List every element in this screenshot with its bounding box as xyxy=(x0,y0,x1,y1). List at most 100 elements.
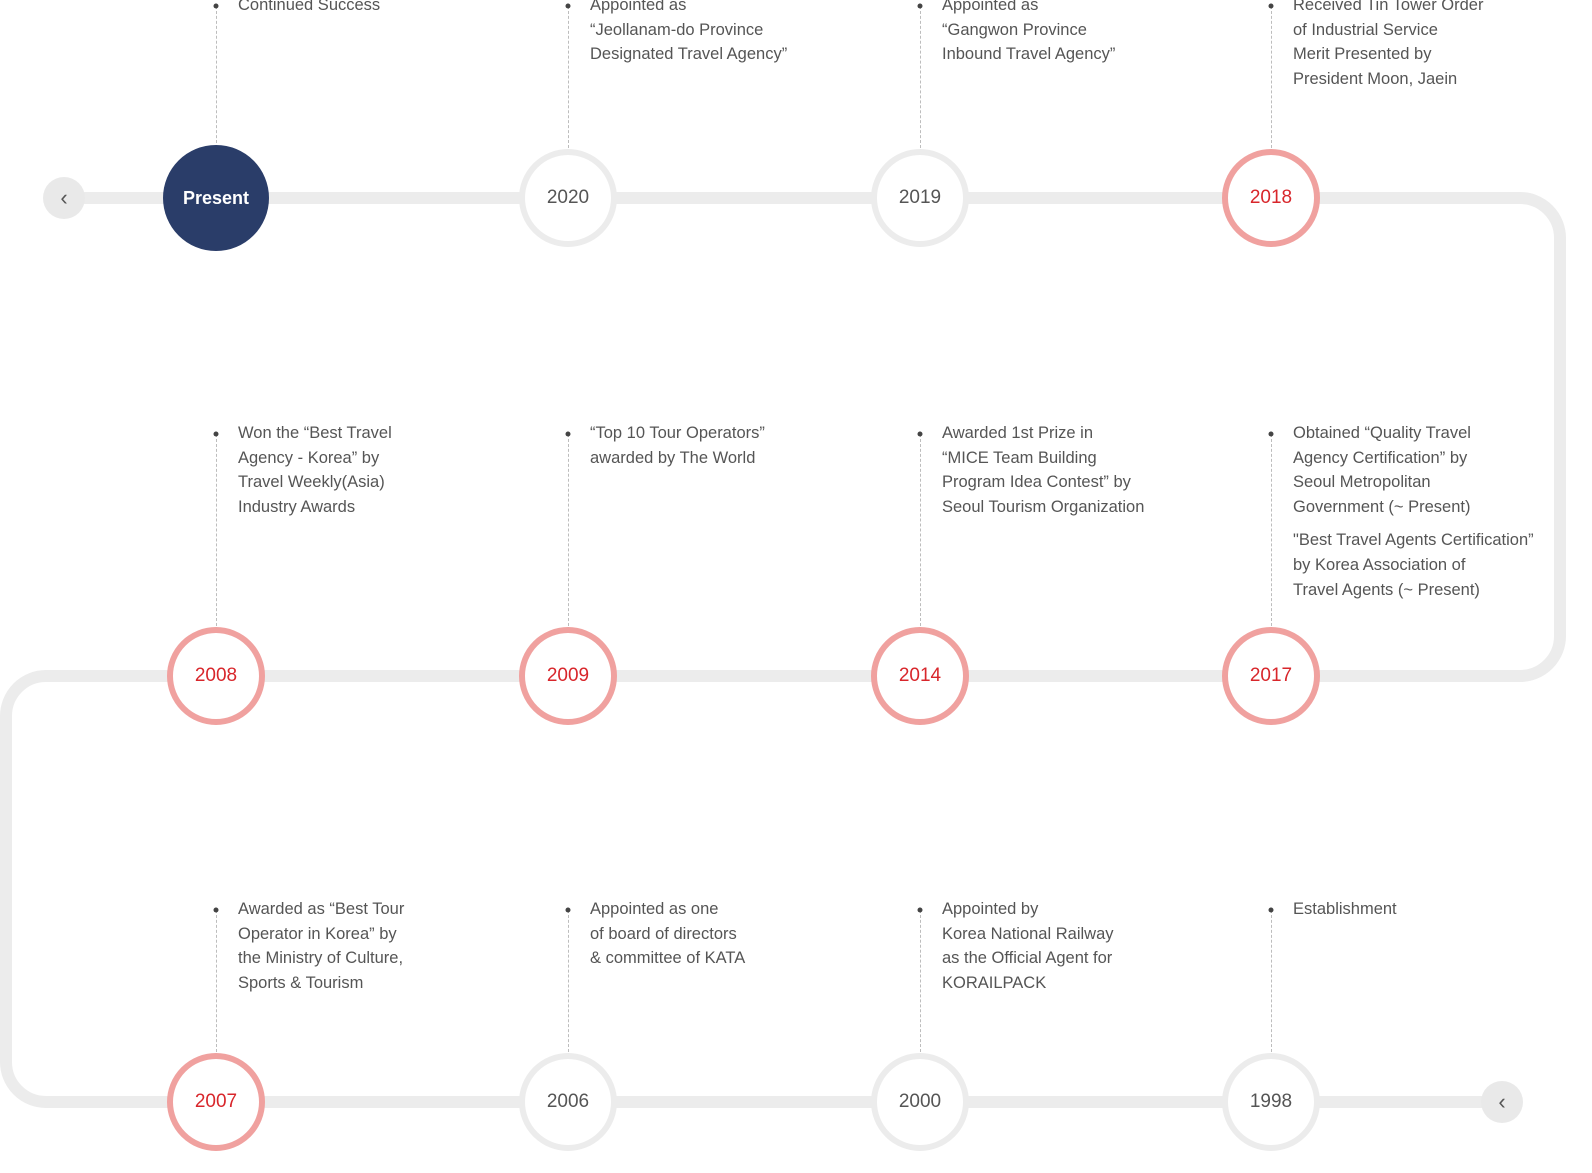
year-node-2020[interactable]: 2020 xyxy=(519,149,617,247)
description-line: & committee of KATA xyxy=(590,949,746,968)
bullet-dot xyxy=(917,3,923,9)
description-line: Continued Success xyxy=(238,0,381,14)
milestone-description: “Top 10 Tour Operators” awarded by The Wo… xyxy=(590,421,920,470)
description-line: Travel Agents (~ Present) xyxy=(1293,580,1480,599)
milestone-description: Appointed by Korea National Railway as the… xyxy=(942,897,1272,995)
description-line: Awarded as “Best Tour xyxy=(238,900,405,918)
description-line: Awarded 1st Prize in xyxy=(942,424,1094,442)
description-line: “Jeollanam-do Province xyxy=(590,20,764,39)
year-label: 2008 xyxy=(194,665,238,686)
milestone-description: Appointed as one of board of directors & c… xyxy=(590,897,920,971)
timeline-connector xyxy=(1271,6,1272,148)
description-line: Operator in Korea” by xyxy=(238,924,397,943)
description-line: Appointed as one xyxy=(590,900,719,918)
year-label: 2020 xyxy=(546,187,590,208)
description-line: Agency Certification” by xyxy=(1293,448,1468,467)
timeline-connector xyxy=(216,6,217,148)
description-line: Travel Weekly(Asia) xyxy=(238,473,385,492)
chevron-left-icon: ‹ xyxy=(1498,1089,1506,1114)
year-label: 1998 xyxy=(1249,1091,1293,1112)
year-node-present[interactable]: Present xyxy=(163,145,269,251)
description-line: Seoul Metropolitan xyxy=(1293,473,1431,492)
year-label: 2006 xyxy=(546,1091,590,1112)
milestone-description: Establishment xyxy=(1293,897,1592,922)
year-node-2014[interactable]: 2014 xyxy=(871,627,969,725)
year-label: 2009 xyxy=(546,665,590,686)
description-line: by Korea Association of xyxy=(1293,555,1466,574)
timeline-connector xyxy=(568,910,569,1052)
description-line: as the Official Agent for xyxy=(942,949,1113,968)
bullet-dot xyxy=(565,907,571,913)
bullet-dot xyxy=(917,907,923,913)
year-node-2008[interactable]: 2008 xyxy=(167,627,265,725)
milestone-description: Received Tin Tower Order of Industrial Se… xyxy=(1293,0,1592,91)
year-node-1998[interactable]: 1998 xyxy=(1222,1053,1320,1151)
description-line: Sports & Tourism xyxy=(238,973,364,992)
timeline-connector xyxy=(920,910,921,1052)
bullet-dot xyxy=(565,431,571,437)
prev-button-bottom[interactable]: ‹ xyxy=(1481,1081,1523,1123)
year-label: 2014 xyxy=(898,665,942,686)
description-line: Merit Presented by xyxy=(1293,45,1432,64)
description-line: Inbound Travel Agency” xyxy=(942,45,1116,64)
bullet-dot xyxy=(917,431,923,437)
description-line: Establishment xyxy=(1293,900,1397,918)
description-line: "Best Travel Agents Certification” xyxy=(1293,531,1534,550)
timeline-connector xyxy=(568,6,569,148)
year-node-2019[interactable]: 2019 xyxy=(871,149,969,247)
year-node-2018[interactable]: 2018 xyxy=(1222,149,1320,247)
description-line: the Ministry of Culture, xyxy=(238,949,404,968)
bullet-dot xyxy=(1268,431,1274,437)
year-label: 2018 xyxy=(1249,187,1293,208)
description-line: of board of directors xyxy=(590,924,737,943)
description-line: Industry Awards xyxy=(238,497,356,516)
description-line: Won the “Best Travel xyxy=(238,424,392,442)
chevron-left-icon: ‹ xyxy=(60,185,68,210)
bullet-dot xyxy=(213,431,219,437)
description-line: of Industrial Service xyxy=(1293,20,1438,39)
milestone-description-secondary: "Best Travel Agents Certification” by Kor… xyxy=(1293,528,1592,602)
year-node-2017[interactable]: 2017 xyxy=(1222,627,1320,725)
timeline-connector xyxy=(920,434,921,626)
description-line: Agency - Korea” by xyxy=(238,448,380,467)
bullet-dot xyxy=(213,907,219,913)
description-line: Korea National Railway xyxy=(942,924,1114,943)
timeline-connector xyxy=(216,434,217,626)
timeline-connector xyxy=(216,910,217,1052)
description-line: “MICE Team Building xyxy=(942,448,1097,467)
description-line: KORAILPACK xyxy=(942,973,1047,992)
timeline-connector xyxy=(568,434,569,626)
year-node-2007[interactable]: 2007 xyxy=(167,1053,265,1151)
year-label: 2007 xyxy=(194,1091,238,1112)
description-line: Seoul Tourism Organization xyxy=(942,497,1145,516)
description-line: Obtained “Quality Travel xyxy=(1293,424,1471,442)
year-node-2009[interactable]: 2009 xyxy=(519,627,617,725)
bullet-dot xyxy=(1268,3,1274,9)
year-label: Present xyxy=(182,187,250,208)
description-line: Received Tin Tower Order xyxy=(1293,0,1484,14)
bullet-dot xyxy=(565,3,571,9)
description-line: Appointed as xyxy=(590,0,687,14)
year-node-2006[interactable]: 2006 xyxy=(519,1053,617,1151)
milestone-description: Continued Success xyxy=(238,0,568,18)
description-line: “Top 10 Tour Operators” xyxy=(590,424,765,442)
prev-button-top[interactable]: ‹ xyxy=(43,177,85,219)
bullet-dot xyxy=(1268,907,1274,913)
description-line: awarded by The World xyxy=(590,448,756,467)
year-label: 2017 xyxy=(1249,665,1293,686)
description-line: Appointed by xyxy=(942,900,1039,918)
description-line: Government (~ Present) xyxy=(1293,497,1471,516)
description-line: “Gangwon Province xyxy=(942,20,1087,39)
year-label: 2000 xyxy=(898,1091,942,1112)
year-label: 2019 xyxy=(898,187,942,208)
bullet-dot xyxy=(213,3,219,9)
timeline-connector xyxy=(1271,434,1272,626)
year-node-2000[interactable]: 2000 xyxy=(871,1053,969,1151)
description-line: Program Idea Contest” by xyxy=(942,473,1131,492)
